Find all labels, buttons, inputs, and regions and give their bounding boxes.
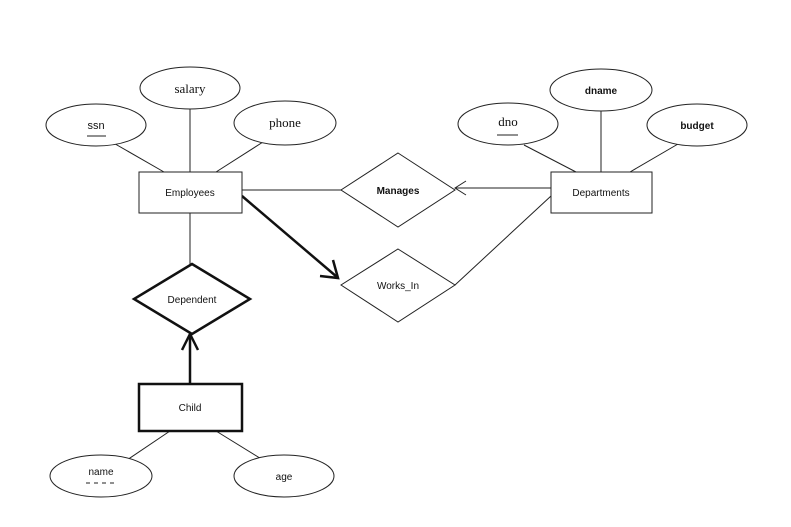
entity-child: Child <box>137 382 244 433</box>
edge-ssn-employees <box>109 140 165 173</box>
attribute-ssn-label: ssn <box>87 120 104 132</box>
attribute-ssn: ssn <box>45 103 147 147</box>
relationship-works-in-label: Works_In <box>377 281 419 292</box>
entity-child-label: Child <box>179 403 202 414</box>
edge-employees-works-in <box>241 195 338 278</box>
relationship-works-in: Works_In <box>340 248 456 323</box>
edge-budget-departments <box>629 143 679 173</box>
relationship-dependent-label: Dependent <box>168 295 217 306</box>
attribute-age-label: age <box>276 472 293 483</box>
attribute-dname-label: dname <box>585 86 618 97</box>
edge-phone-employees <box>215 141 264 173</box>
entity-departments: Departments <box>550 171 653 214</box>
attribute-name-label: name <box>88 467 113 478</box>
edge-name-child <box>123 430 171 463</box>
attribute-phone-label: phone <box>269 115 301 130</box>
relationship-manages: Manages <box>340 152 456 228</box>
attribute-dno-label: dno <box>498 114 518 129</box>
attribute-salary-label: salary <box>174 81 206 96</box>
attribute-age: age <box>233 454 335 498</box>
entity-departments-label: Departments <box>572 188 629 199</box>
relationship-manages-label: Manages <box>377 186 420 197</box>
attribute-salary: salary <box>139 66 241 110</box>
edge-departments-works-in <box>454 195 552 286</box>
relationship-dependent: Dependent <box>131 262 253 336</box>
attribute-dname: dname <box>549 68 653 112</box>
edge-dno-departments <box>523 144 577 173</box>
works-in-arrowhead <box>319 259 340 280</box>
entity-employees-label: Employees <box>165 188 214 199</box>
edge-age-child <box>215 430 264 461</box>
entity-employees: Employees <box>138 171 243 214</box>
attribute-name: name <box>49 454 153 498</box>
attribute-budget-label: budget <box>680 121 714 132</box>
attribute-dno: dno <box>457 102 559 146</box>
manages-arrowhead <box>454 180 467 196</box>
attribute-phone: phone <box>233 100 337 146</box>
attribute-budget: budget <box>646 103 748 147</box>
